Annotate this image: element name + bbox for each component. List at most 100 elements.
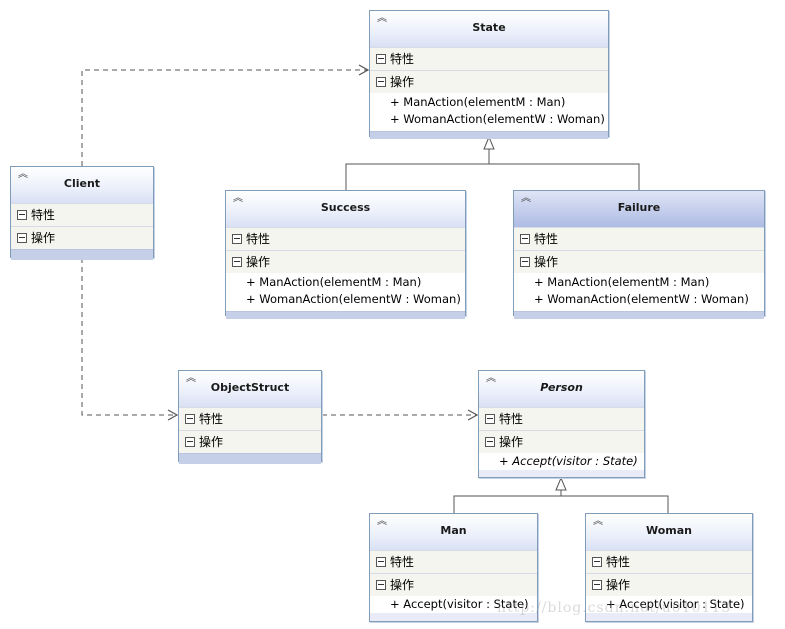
method-list: + Accept(visitor : State) [586, 596, 752, 613]
class-name: Success [320, 201, 371, 214]
class-header: ︽ Failure [514, 191, 764, 227]
method-list: + ManAction(elementM : Man) + WomanActio… [226, 273, 465, 311]
minus-toggle-icon[interactable] [17, 210, 27, 220]
class-header: ︽ ObjectStruct [179, 371, 321, 407]
operations-label: 操作 [31, 231, 56, 245]
collapse-icon[interactable]: ︽ [377, 13, 387, 24]
method-list: + Accept(visitor : State) [479, 453, 644, 470]
class-name: Woman [645, 524, 692, 537]
class-footer [226, 311, 465, 319]
minus-toggle-icon[interactable] [232, 257, 242, 267]
minus-toggle-icon[interactable] [376, 557, 386, 567]
attributes-section: 特性 [226, 227, 465, 250]
attributes-section: 特性 [370, 550, 537, 573]
class-name: Client [63, 177, 101, 190]
class-objectstruct[interactable]: ︽ ObjectStruct 特性 操作 [178, 370, 322, 464]
method-item[interactable]: + Accept(visitor : State) [499, 454, 638, 468]
method-item[interactable]: + ManAction(elementM : Man) [390, 95, 566, 109]
operations-section: 操作 [226, 250, 465, 273]
attributes-label: 特性 [534, 232, 559, 246]
collapse-icon[interactable]: ︽ [521, 193, 531, 204]
minus-toggle-icon[interactable] [485, 437, 495, 447]
minus-toggle-icon[interactable] [232, 234, 242, 244]
generalization-arrow-state [483, 135, 495, 150]
collapse-icon[interactable]: ︽ [377, 516, 387, 527]
minus-toggle-icon[interactable] [485, 414, 495, 424]
operations-section: 操作 [586, 573, 752, 596]
operations-label: 操作 [246, 255, 271, 269]
generalization-man-woman-person [453, 490, 669, 513]
class-person[interactable]: ︽ Person 特性 操作 + Accept(visitor : State) [478, 370, 645, 478]
class-header: ︽ State [370, 11, 608, 47]
attributes-label: 特性 [606, 555, 631, 569]
attributes-label: 特性 [390, 52, 415, 66]
class-failure[interactable]: ︽ Failure 特性 操作 + ManAction(elementM : M… [513, 190, 765, 319]
method-list: + ManAction(elementM : Man) + WomanActio… [514, 273, 764, 311]
attributes-label: 特性 [390, 555, 415, 569]
attributes-section: 特性 [479, 407, 644, 430]
class-footer [514, 311, 764, 319]
class-footer [179, 453, 321, 464]
class-woman[interactable]: ︽ Woman 特性 操作 + Accept(visitor : State) [585, 513, 753, 622]
method-item[interactable]: + Accept(visitor : State) [390, 597, 529, 611]
operations-section: 操作 [370, 573, 537, 596]
method-item[interactable]: + WomanAction(elementW : Woman) [246, 292, 461, 306]
minus-toggle-icon[interactable] [592, 557, 602, 567]
operations-label: 操作 [534, 255, 559, 269]
operations-section: 操作 [514, 250, 764, 273]
method-item[interactable]: + WomanAction(elementW : Woman) [534, 292, 749, 306]
minus-toggle-icon[interactable] [520, 234, 530, 244]
minus-toggle-icon[interactable] [520, 257, 530, 267]
method-list: + Accept(visitor : State) [370, 596, 537, 613]
collapse-icon[interactable]: ︽ [486, 373, 496, 384]
method-item[interactable]: + WomanAction(elementW : Woman) [390, 112, 605, 126]
class-footer [370, 131, 608, 139]
class-state[interactable]: ︽ State 特性 操作 + ManAction(elementM : Man… [369, 10, 609, 139]
method-item[interactable]: + Accept(visitor : State) [606, 597, 745, 611]
class-name: Man [440, 524, 467, 537]
operations-section: 操作 [11, 226, 153, 249]
class-name: Failure [617, 201, 661, 214]
minus-toggle-icon[interactable] [185, 414, 195, 424]
attributes-label: 特性 [199, 412, 224, 426]
method-list: + ManAction(elementM : Man) + WomanActio… [370, 93, 608, 131]
collapse-icon[interactable]: ︽ [18, 169, 28, 180]
collapse-icon[interactable]: ︽ [233, 193, 243, 204]
generalization-arrow-person [555, 476, 567, 491]
operations-section: 操作 [179, 430, 321, 453]
minus-toggle-icon[interactable] [592, 580, 602, 590]
attributes-section: 特性 [586, 550, 752, 573]
class-man[interactable]: ︽ Man 特性 操作 + Accept(visitor : State) [369, 513, 538, 622]
class-name: ObjectStruct [210, 381, 290, 394]
watermark-text: http://blog.csdn.net/u010113 [497, 600, 732, 616]
operations-label: 操作 [390, 75, 415, 89]
minus-toggle-icon[interactable] [376, 77, 386, 87]
attributes-section: 特性 [11, 203, 153, 226]
method-item[interactable]: + ManAction(elementM : Man) [246, 275, 422, 289]
dependency-client-state [81, 64, 370, 166]
attributes-label: 特性 [246, 232, 271, 246]
method-item[interactable]: + ManAction(elementM : Man) [534, 275, 710, 289]
dependency-client-objectstruct [81, 258, 179, 421]
operations-label: 操作 [499, 435, 524, 449]
minus-toggle-icon[interactable] [376, 54, 386, 64]
collapse-icon[interactable]: ︽ [593, 516, 603, 527]
attributes-section: 特性 [179, 407, 321, 430]
operations-label: 操作 [390, 578, 415, 592]
class-name: State [472, 21, 506, 34]
class-name: Person [540, 381, 583, 394]
class-client[interactable]: ︽ Client 特性 操作 [10, 166, 154, 260]
class-success[interactable]: ︽ Success 特性 操作 + ManAction(elementM : M… [225, 190, 466, 319]
attributes-section: 特性 [370, 47, 608, 70]
attributes-label: 特性 [499, 412, 524, 426]
minus-toggle-icon[interactable] [376, 580, 386, 590]
operations-label: 操作 [199, 435, 224, 449]
class-footer [11, 249, 153, 260]
class-header: ︽ Client [11, 167, 153, 203]
collapse-icon[interactable]: ︽ [186, 373, 196, 384]
class-header: ︽ Man [370, 514, 537, 550]
minus-toggle-icon[interactable] [17, 233, 27, 243]
minus-toggle-icon[interactable] [185, 437, 195, 447]
class-header: ︽ Woman [586, 514, 752, 550]
